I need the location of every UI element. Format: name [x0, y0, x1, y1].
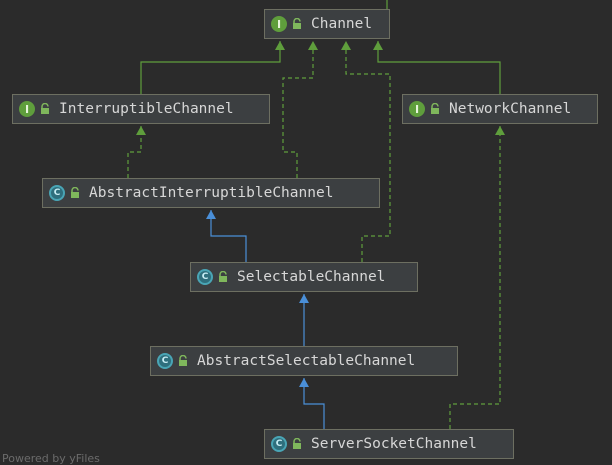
node-label: SelectableChannel — [237, 269, 386, 285]
edge-abstract-selectable-to-selectable-arrowhead — [299, 294, 309, 303]
edge-server-socket-to-network — [449, 126, 501, 429]
class-icon: C — [157, 353, 173, 369]
edge-network-to-channel-arrowhead — [373, 41, 383, 50]
edge-selectable-to-channel-arrowhead — [341, 41, 351, 50]
interface-icon: I — [409, 101, 425, 117]
node-network-channel[interactable]: I NetworkChannel — [402, 94, 598, 124]
class-icon: C — [49, 185, 65, 201]
edge-server-socket-to-abstract-selectable-arrowhead — [299, 378, 309, 387]
edge-abstract-interruptible-to-channel-arrowhead — [308, 41, 318, 50]
edge-interruptible-to-channel — [140, 41, 281, 94]
class-icon: C — [197, 269, 213, 285]
edge-abstract-interruptible-to-interruptible-arrowhead — [136, 126, 146, 135]
node-label: ServerSocketChannel — [311, 436, 477, 452]
lock-icon — [71, 187, 79, 198]
edge-server-socket-to-network-arrowhead — [495, 126, 505, 135]
edge-selectable-to-abstract-interruptible — [210, 210, 247, 262]
lock-icon — [179, 355, 187, 366]
node-label: Channel — [311, 16, 373, 32]
edge-selectable-to-channel — [345, 41, 391, 262]
node-label: AbstractInterruptibleChannel — [89, 185, 334, 201]
edge-abstract-interruptible-to-channel — [282, 41, 314, 178]
edge-abstract-interruptible-to-interruptible — [127, 126, 142, 178]
edge-server-socket-to-abstract-selectable — [303, 378, 325, 429]
node-server-socket-channel[interactable]: C ServerSocketChannel — [264, 429, 514, 459]
edge-selectable-to-abstract-interruptible-arrowhead — [206, 210, 216, 219]
node-selectable-channel[interactable]: C SelectableChannel — [190, 262, 418, 292]
node-channel[interactable]: I Channel — [264, 9, 390, 39]
lock-icon — [293, 438, 301, 449]
watermark: Powered by yFiles — [2, 452, 100, 465]
lock-icon — [41, 103, 49, 114]
edge-network-to-channel — [377, 41, 501, 94]
node-abstract-interruptible-channel[interactable]: C AbstractInterruptibleChannel — [42, 178, 380, 208]
lock-icon — [219, 271, 227, 282]
node-label: NetworkChannel — [449, 101, 572, 117]
node-abstract-selectable-channel[interactable]: C AbstractSelectableChannel — [150, 346, 458, 376]
node-label: AbstractSelectableChannel — [197, 353, 416, 369]
class-icon: C — [271, 436, 287, 452]
lock-icon — [431, 103, 439, 114]
interface-icon: I — [19, 101, 35, 117]
edge-interruptible-to-channel-arrowhead — [275, 41, 285, 50]
node-interruptible-channel[interactable]: I InterruptibleChannel — [12, 94, 270, 124]
interface-icon: I — [271, 16, 287, 32]
node-label: InterruptibleChannel — [59, 101, 234, 117]
lock-icon — [293, 18, 301, 29]
